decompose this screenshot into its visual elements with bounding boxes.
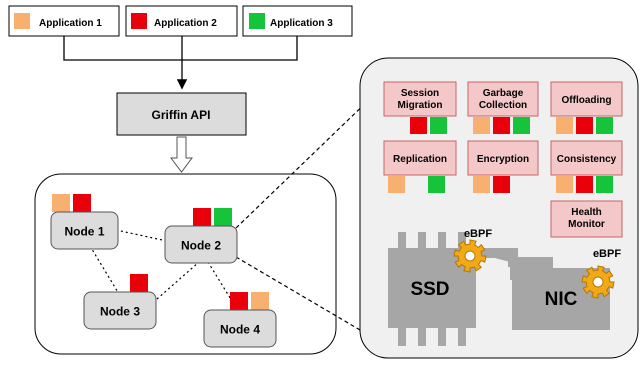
module-label: Session xyxy=(401,88,439,99)
module-app-tag xyxy=(410,117,427,134)
application-3: Application 3 xyxy=(242,5,353,37)
module-label: Encryption xyxy=(477,154,529,165)
nic-label: NIC xyxy=(545,289,578,310)
ssd-ebpf-gear-icon xyxy=(453,239,487,273)
ssd-pin xyxy=(398,326,406,346)
module-label: Garbage xyxy=(483,88,524,99)
ssd-pin xyxy=(418,326,426,346)
node-1-app-tag xyxy=(52,194,70,212)
node-4-app-tag xyxy=(251,292,269,310)
module-app-tag xyxy=(513,117,530,134)
zoom-lines xyxy=(235,94,378,341)
module-app-tag xyxy=(596,117,613,134)
node-1-label: Node 1 xyxy=(64,225,104,239)
api-to-cluster-arrow xyxy=(170,136,193,173)
module-box xyxy=(550,200,623,238)
griffin-api-box: Griffin API xyxy=(116,92,247,136)
module-replication: Replication xyxy=(383,140,457,193)
application-2: Application 2 xyxy=(125,5,238,37)
module-app-tag xyxy=(556,176,573,193)
node-3-label: Node 3 xyxy=(100,305,140,319)
node-3: Node 3 xyxy=(83,274,157,330)
node-3-app-tag xyxy=(130,274,148,292)
module-app-tag xyxy=(576,176,593,193)
node-1-app-tag xyxy=(73,194,91,212)
module-app-tag xyxy=(473,117,490,134)
module-encryption: Encryption xyxy=(467,140,539,193)
module-box xyxy=(383,81,457,117)
node-1-box xyxy=(50,211,119,250)
app-to-api-connectors xyxy=(63,36,298,90)
module-box xyxy=(550,81,623,117)
node-2: Node 2 xyxy=(164,208,238,264)
application-3-color-swatch xyxy=(249,13,265,29)
ssd-pin xyxy=(458,326,466,346)
module-app-tag xyxy=(473,176,490,193)
application-1-label: Application 1 xyxy=(39,18,102,29)
node-1: Node 1 xyxy=(50,194,119,250)
module-app-tag xyxy=(388,176,405,193)
griffin-api-label: Griffin API xyxy=(152,108,211,122)
module-app-tag xyxy=(556,117,573,134)
node-4: Node 4 xyxy=(203,292,277,348)
module-offloading: Offloading xyxy=(550,81,623,134)
application-1-color-swatch xyxy=(14,13,30,29)
nic-ebpf-label: eBPF xyxy=(593,248,621,260)
module-consistency: Consistency xyxy=(550,140,623,193)
module-app-tag xyxy=(493,176,510,193)
node-4-app-tag xyxy=(230,292,248,310)
node-4-box xyxy=(203,309,277,348)
module-app-tag xyxy=(430,117,447,134)
application-2-color-swatch xyxy=(131,13,147,29)
module-label: Consistency xyxy=(557,154,617,165)
module-label: Offloading xyxy=(562,95,612,106)
module-app-tag xyxy=(493,117,510,134)
nic-ebpf-gear-icon xyxy=(581,265,615,299)
ssd-pin xyxy=(438,232,446,250)
module-box xyxy=(383,140,457,176)
module-label: Replication xyxy=(393,154,447,165)
module-app-tag xyxy=(576,117,593,134)
ssd-pin xyxy=(458,232,466,250)
ssd-pin xyxy=(418,232,426,250)
application-2-label: Application 2 xyxy=(154,18,217,29)
node-2-label: Node 2 xyxy=(181,239,221,253)
node-4-label: Node 4 xyxy=(220,323,260,337)
node-2-box xyxy=(164,225,238,264)
node-2-app-tag xyxy=(193,208,211,226)
module-label: Monitor xyxy=(568,219,605,230)
module-label: Health xyxy=(571,207,602,218)
module-app-tag xyxy=(428,176,445,193)
node-2-app-tag xyxy=(214,208,232,226)
module-label: Collection xyxy=(479,100,527,111)
application-3-label: Application 3 xyxy=(270,18,333,29)
module-label: Migration xyxy=(398,100,443,111)
ssd-ebpf-label: eBPF xyxy=(464,228,492,240)
ssd-pin xyxy=(398,232,406,250)
application-1: Application 1 xyxy=(8,5,120,37)
module-app-tag xyxy=(596,176,613,193)
module-box xyxy=(550,140,623,176)
ssd-label: SSD xyxy=(410,279,449,300)
node-3-box xyxy=(83,291,157,330)
ssd-pin xyxy=(438,326,446,346)
module-box xyxy=(467,140,539,176)
module-box xyxy=(467,81,539,117)
